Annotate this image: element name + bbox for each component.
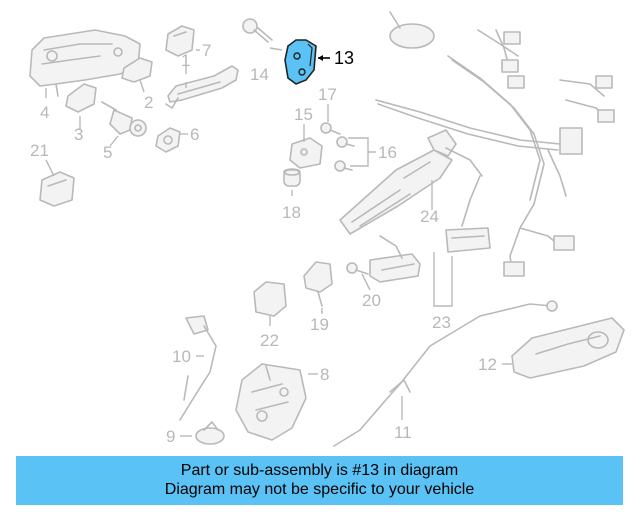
callout-14: 14	[250, 65, 269, 84]
callout-1: 1	[181, 51, 190, 70]
callout-22: 22	[260, 331, 279, 350]
banner-line-2: Diagram may not be specific to your vehi…	[164, 481, 475, 498]
banner-line-1: Part or sub-assembly is #13 in diagram	[180, 462, 459, 479]
callout-9: 9	[166, 427, 175, 446]
part-1-door-handle	[165, 65, 239, 109]
info-banner: Part or sub-assembly is #13 in diagram D…	[16, 456, 623, 505]
part-2-cover	[121, 57, 153, 83]
callout-21: 21	[30, 141, 49, 160]
part-18-bumper	[283, 168, 301, 187]
callout-13-highlighted: 13	[334, 48, 354, 68]
part-10-cable	[179, 315, 217, 421]
callout-19: 19	[310, 315, 329, 334]
callout-2: 2	[144, 93, 153, 112]
parts-diagram: 1 2 3 4 5 6 7 8 9 10 11 12 13 14 15 16 1…	[29, 11, 625, 447]
callout-7: 7	[202, 41, 211, 60]
part-24-cable-guide	[339, 129, 483, 235]
callout-3: 3	[74, 125, 83, 144]
part-17-bolt	[320, 122, 341, 135]
callout-23: 23	[432, 313, 451, 332]
part-6-gasket	[155, 127, 181, 153]
callout-20: 20	[362, 291, 381, 310]
part-21-cap	[39, 171, 75, 207]
part-3-cover	[65, 83, 97, 113]
callout-11: 11	[394, 423, 412, 442]
part-13-striker-plate-highlighted	[284, 39, 317, 85]
part-12-interior-handle	[511, 317, 625, 379]
callout-18: 18	[282, 203, 301, 222]
part-5-lock-cylinder	[101, 101, 147, 137]
part-7-cap	[165, 25, 195, 57]
callout-12: 12	[478, 355, 497, 374]
callout-5: 5	[103, 143, 112, 162]
callout-10: 10	[172, 347, 191, 366]
part-22-cover	[253, 281, 287, 317]
part-20-sensor	[346, 235, 421, 283]
callout-16: 16	[378, 143, 397, 162]
callout-6: 6	[190, 125, 199, 144]
part-9-bumper	[195, 421, 225, 445]
part-14-screw	[242, 18, 273, 43]
part-11-inner-cable	[333, 300, 558, 447]
wiring-harness	[375, 11, 615, 277]
callout-24: 24	[420, 207, 439, 226]
callout-17: 17	[318, 85, 337, 104]
part-16-bolts	[334, 136, 355, 172]
callout-15: 15	[294, 105, 313, 124]
callout-4: 4	[40, 103, 49, 122]
part-15-bracket	[289, 137, 323, 169]
callout-8: 8	[320, 365, 329, 384]
part-8-door-latch	[235, 363, 307, 441]
part-19-connector	[303, 261, 333, 307]
